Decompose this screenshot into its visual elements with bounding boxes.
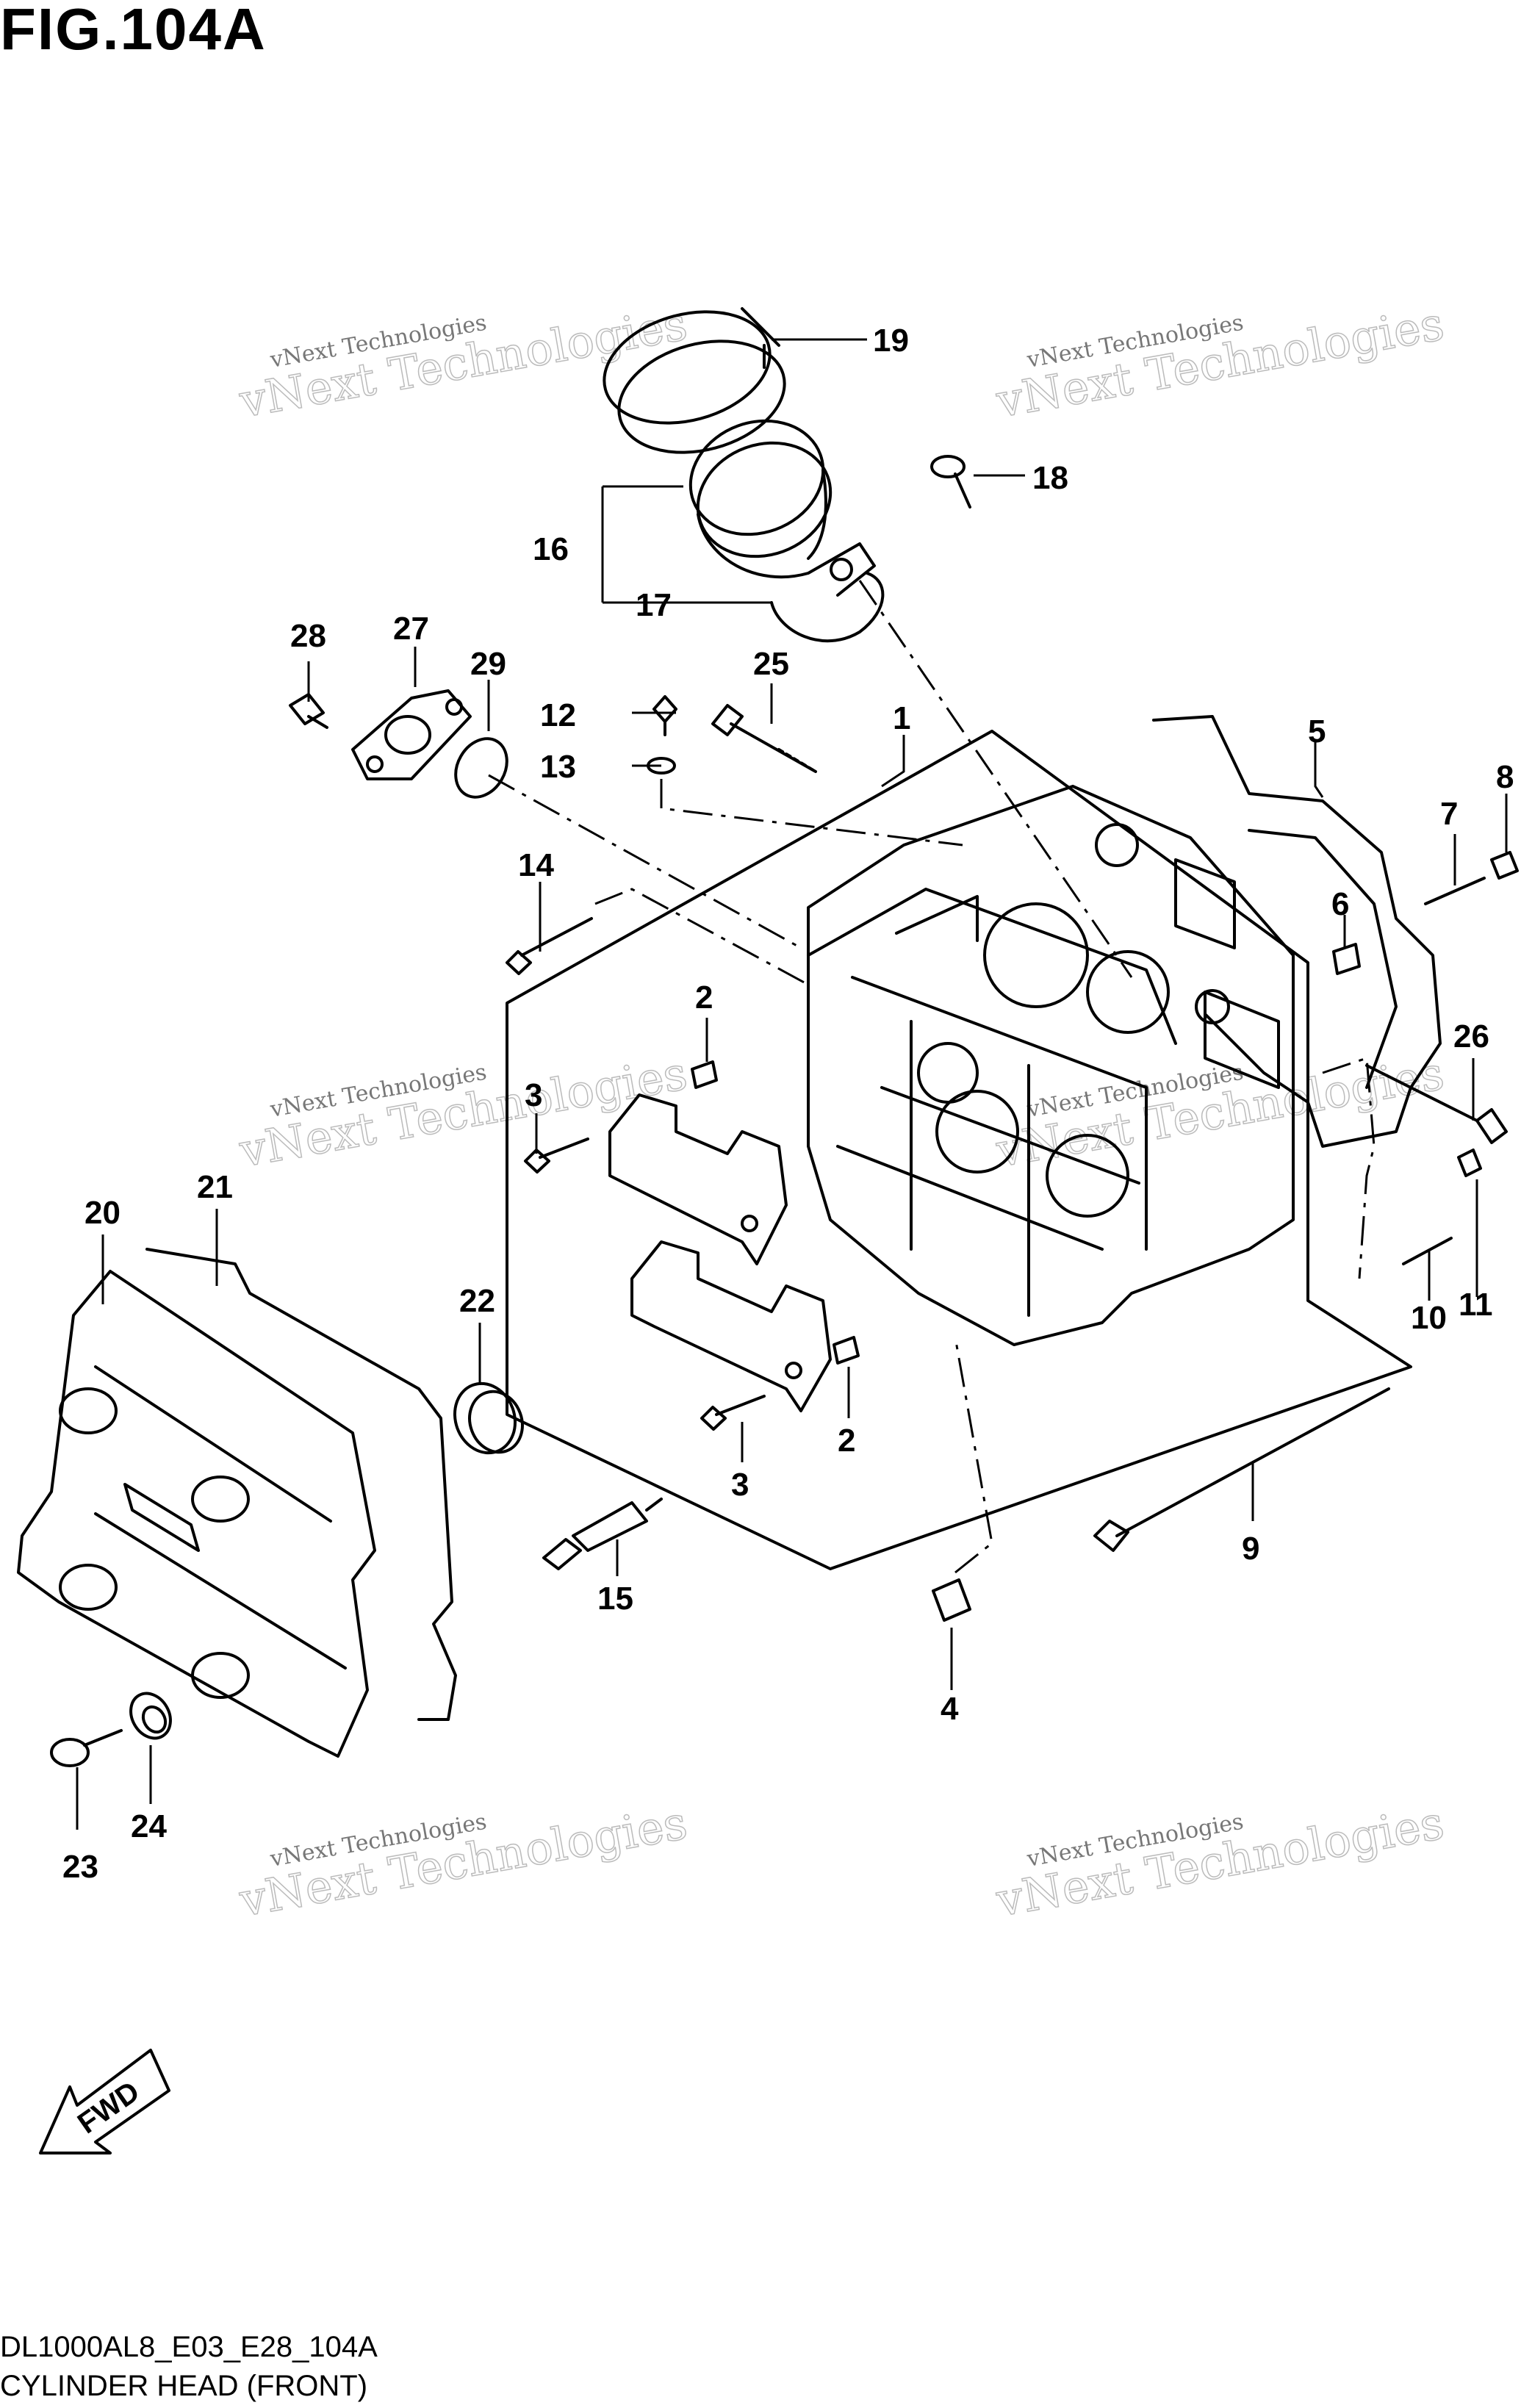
alignment-lines	[488, 580, 1376, 1574]
callout-6: 6	[1331, 886, 1349, 922]
callout-24: 24	[131, 1808, 167, 1844]
intake-pipe-body	[688, 419, 876, 597]
bolt-26	[1365, 1064, 1508, 1144]
callout-21: 21	[197, 1169, 233, 1205]
callout-23: 23	[62, 1849, 98, 1885]
callout-11: 11	[1459, 1287, 1493, 1323]
holder-27	[351, 689, 472, 780]
callout-20: 20	[84, 1195, 121, 1231]
spark-plug-15	[542, 1498, 663, 1570]
bolt-12	[652, 695, 677, 736]
callout-27: 27	[393, 611, 429, 647]
callout-26: 26	[1453, 1018, 1489, 1054]
nut-8	[1490, 851, 1519, 880]
callout-8: 8	[1496, 759, 1514, 795]
bolt-25	[711, 704, 817, 773]
cylinder-head-gasket	[1152, 715, 1442, 1148]
bolt-3-upper	[524, 1137, 589, 1174]
screw-18	[930, 455, 971, 508]
watermark-bottom-left: vNext Technologies vNext Technologies	[234, 1795, 691, 1928]
callout-5: 5	[1308, 714, 1326, 750]
figure-code: DL1000AL8_E03_E28_104A	[0, 2331, 378, 2363]
callout-10: 10	[1411, 1300, 1447, 1336]
bolt-7	[1424, 877, 1486, 905]
cylinder-head	[807, 785, 1295, 1346]
watermark-top-right: vNext Technologies vNext Technologies	[991, 296, 1448, 429]
bolt-10	[1402, 1237, 1453, 1265]
callout-2: 2	[695, 980, 713, 1016]
dowel-pin-2-lower	[833, 1336, 860, 1365]
plug-seal-22	[453, 1381, 524, 1455]
bolt-28	[289, 693, 328, 729]
intake-pipe	[603, 307, 786, 454]
cylinder-head-cover-gasket	[145, 1248, 457, 1721]
bolt-14	[506, 917, 593, 975]
dowel-4	[932, 1578, 971, 1622]
callout-labels: 1 2 2 3 3 4 5 6 7 8 9 10 11 12 13 14 15 …	[62, 323, 1514, 1885]
callout-16: 16	[533, 531, 569, 567]
dowel-pin-2-upper	[691, 1060, 718, 1089]
bolt-3-lower	[700, 1395, 766, 1431]
watermark-mid-left: vNext Technologies vNext Technologies	[234, 1046, 691, 1179]
gasket-bore-edge	[1248, 829, 1398, 1089]
callout-13: 13	[540, 749, 576, 785]
callout-19: 19	[873, 323, 909, 359]
callout-1: 1	[893, 700, 910, 736]
callout-4: 4	[941, 1691, 959, 1727]
callout-12: 12	[540, 697, 576, 733]
camshaft-holder-upper	[608, 1093, 788, 1265]
callout-3: 3	[525, 1077, 542, 1113]
cylinder-head-cover	[17, 1270, 376, 1758]
callout-7: 7	[1440, 796, 1458, 832]
watermark-group: vNext Technologies vNext Technologies vN…	[234, 296, 1448, 1928]
dowel-pin-6	[1332, 943, 1361, 975]
figure-title: FIG.104A	[0, 0, 267, 62]
washer-24	[129, 1692, 172, 1740]
callout-15: 15	[597, 1581, 633, 1617]
callout-2: 2	[838, 1423, 855, 1459]
camshaft-holder-lower	[630, 1240, 832, 1412]
fwd-arrow-icon	[39, 2049, 170, 2154]
watermark-top-left: vNext Technologies vNext Technologies	[234, 296, 691, 429]
callout-17: 17	[636, 587, 672, 623]
callout-22: 22	[459, 1283, 495, 1319]
callout-25: 25	[753, 646, 789, 682]
callout-29: 29	[470, 646, 506, 682]
assembly-frame	[506, 730, 1412, 1570]
callout-3: 3	[731, 1467, 749, 1503]
nut-11	[1457, 1149, 1482, 1177]
bolt-23	[50, 1729, 123, 1767]
intake-pipe-o-ring	[770, 572, 885, 643]
figure-caption: CYLINDER HEAD (FRONT)	[0, 2370, 368, 2402]
o-ring-29	[454, 737, 508, 799]
leader-lines	[76, 338, 1508, 1830]
callout-28: 28	[290, 618, 326, 654]
bolt-9	[1093, 1387, 1390, 1552]
callout-14: 14	[518, 847, 554, 883]
fwd-label: FWD	[72, 2075, 145, 2140]
callout-9: 9	[1242, 1531, 1259, 1567]
watermark-bottom-right: vNext Technologies vNext Technologies	[991, 1795, 1448, 1928]
watermark-mid-right: vNext Technologies vNext Technologies	[991, 1046, 1448, 1179]
callout-18: 18	[1032, 460, 1068, 496]
